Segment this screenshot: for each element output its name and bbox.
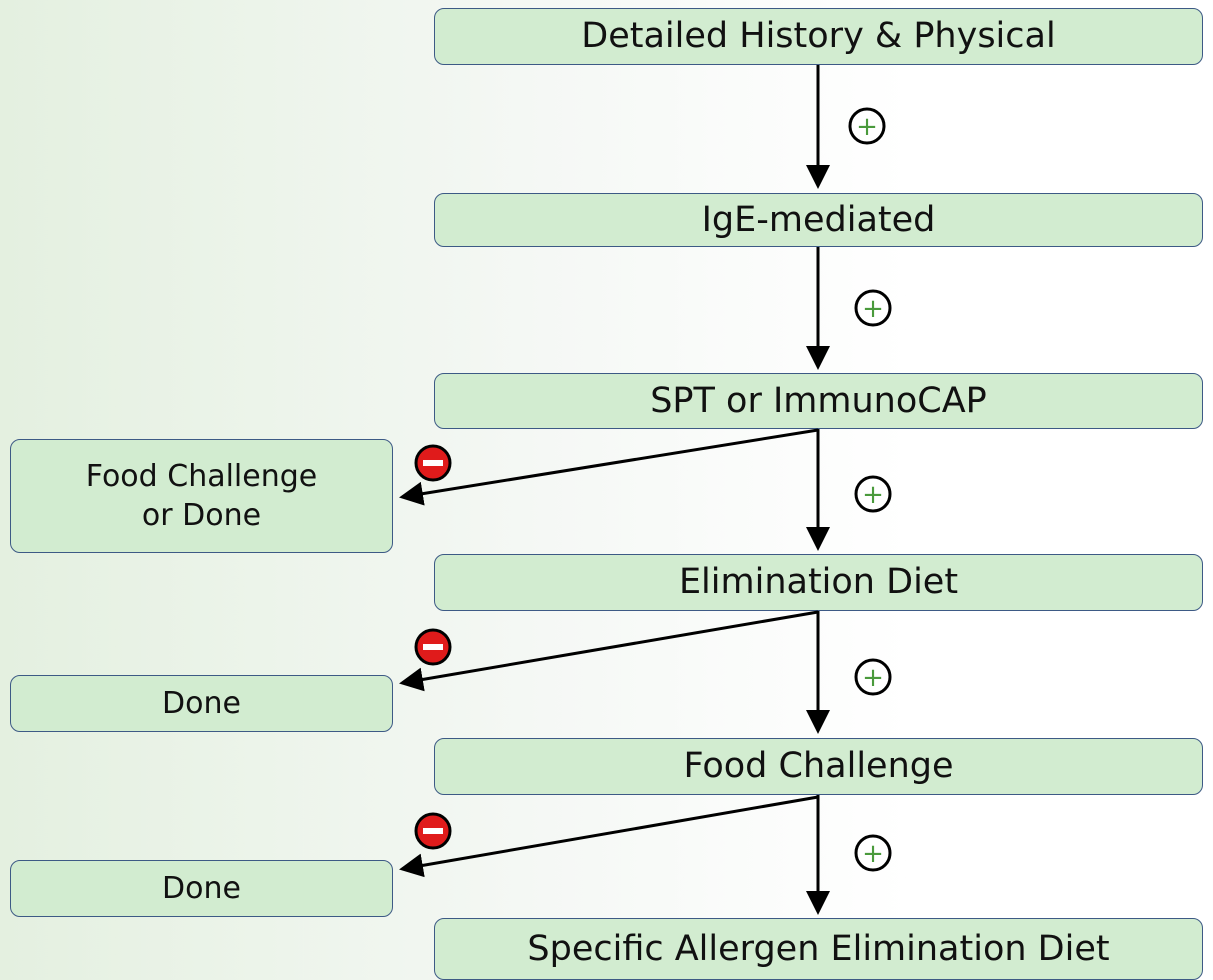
- step-label: IgE-mediated: [701, 199, 936, 240]
- plus-icon: +: [848, 107, 886, 145]
- step-spt-immunocap: SPT or ImmunoCAP: [434, 373, 1203, 429]
- svg-text:+: +: [862, 663, 884, 693]
- minus-icon: [414, 444, 452, 482]
- step-label: Food Challenge: [683, 746, 954, 787]
- step-history-physical: Detailed History & Physical: [434, 8, 1203, 65]
- step-label: Elimination Diet: [678, 562, 959, 603]
- svg-text:+: +: [856, 112, 878, 142]
- step-elimination-diet: Elimination Diet: [434, 554, 1203, 611]
- arrow-challenge-to-done: [399, 795, 819, 878]
- outcome-label: Done: [162, 686, 241, 721]
- step-ige-mediated: IgE-mediated: [434, 193, 1203, 247]
- outcome-done-2: Done: [10, 860, 393, 917]
- outcome-food-challenge-or-done: Food Challenge or Done: [10, 439, 393, 553]
- plus-icon: +: [854, 475, 892, 513]
- plus-icon: +: [854, 289, 892, 327]
- outcome-label-line1: Food Challenge: [85, 459, 318, 494]
- svg-text:+: +: [862, 294, 884, 324]
- step-food-challenge: Food Challenge: [434, 738, 1203, 795]
- step-label: SPT or ImmunoCAP: [650, 380, 987, 421]
- minus-icon: [414, 628, 452, 666]
- svg-text:+: +: [862, 839, 884, 869]
- step-specific-allergen-elimination-diet: Specific Allergen Elimination Diet: [434, 918, 1203, 980]
- step-label: Specific Allergen Elimination Diet: [527, 928, 1110, 969]
- outcome-label: Done: [162, 871, 241, 906]
- plus-icon: +: [854, 658, 892, 696]
- step-label: Detailed History & Physical: [581, 16, 1056, 57]
- arrow-elimination-to-done: [399, 610, 819, 692]
- outcome-label-line2: or Done: [141, 498, 262, 533]
- svg-text:+: +: [862, 480, 884, 510]
- arrow-spt-to-outcome: [399, 428, 819, 506]
- outcome-done-1: Done: [10, 675, 393, 732]
- minus-icon: [414, 812, 452, 850]
- plus-icon: +: [854, 834, 892, 872]
